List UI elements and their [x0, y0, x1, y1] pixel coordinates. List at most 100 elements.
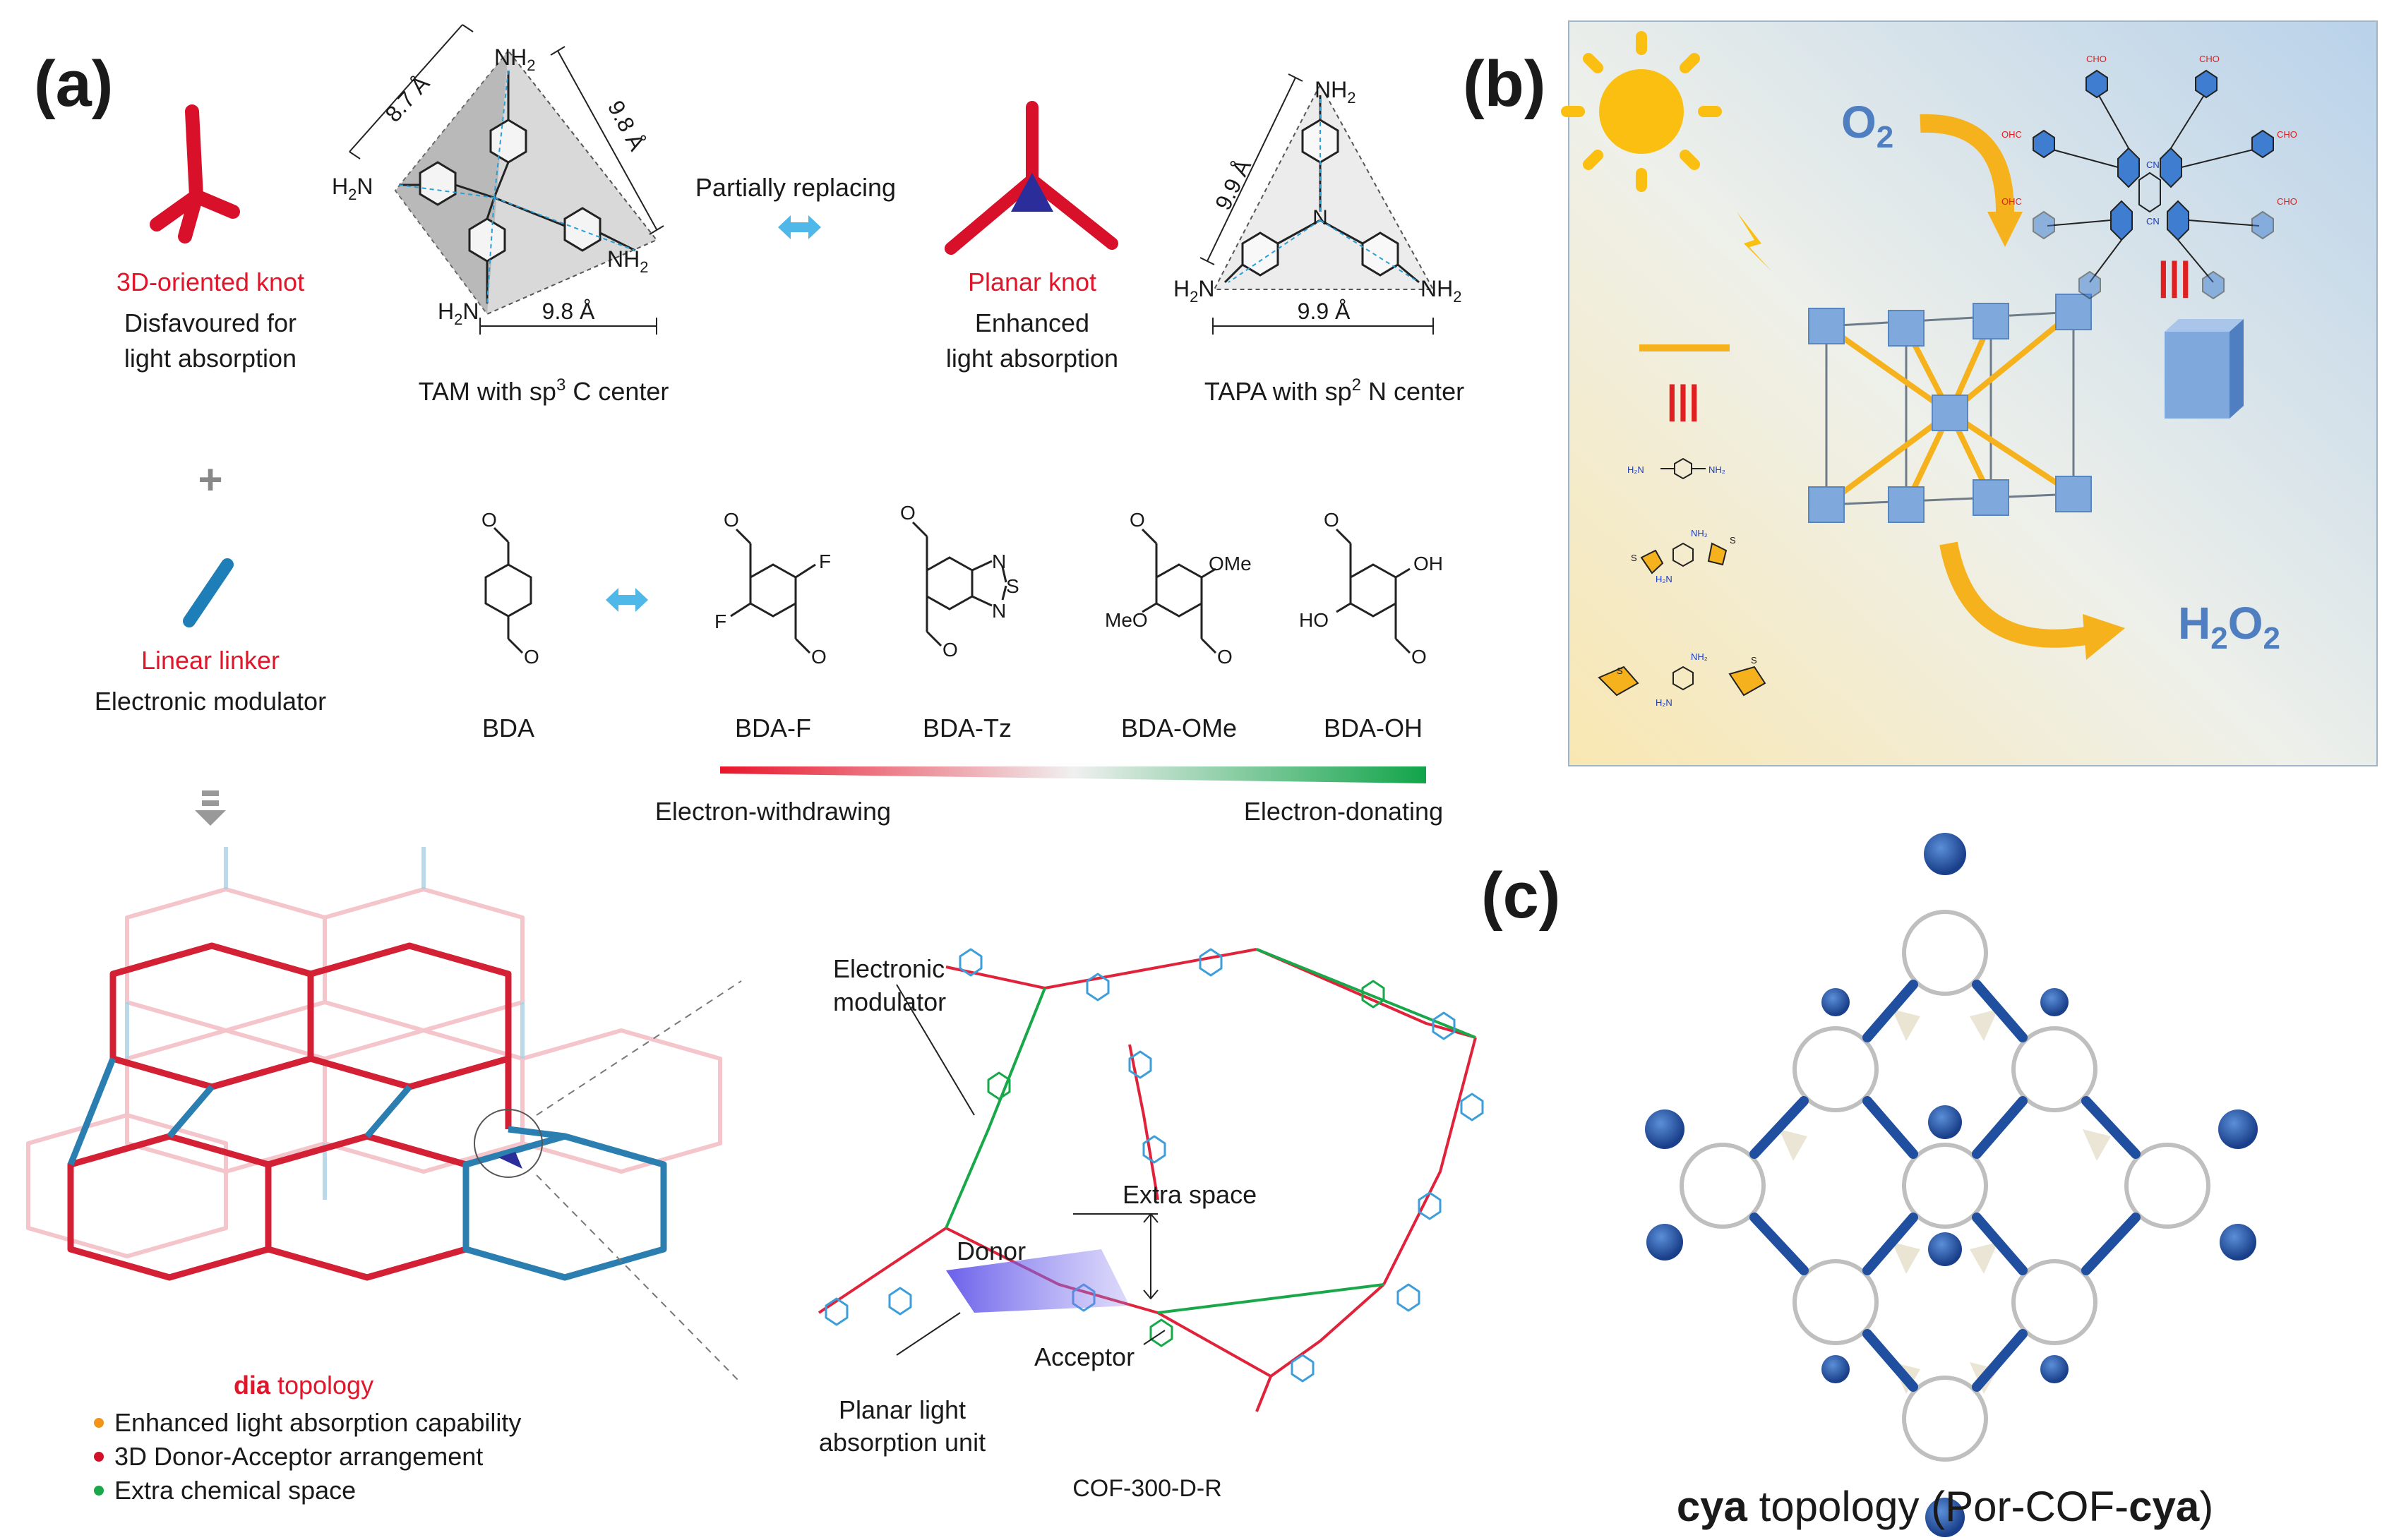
bda-o-bottom: O — [524, 646, 539, 668]
tapa-caption-post: N center — [1361, 377, 1464, 406]
tam-nh2-top: NH — [494, 44, 527, 70]
bda-tz-s: S — [1006, 575, 1019, 597]
tam-n-bottom: N — [462, 299, 479, 324]
small-nh2-1: NH₂ — [1708, 464, 1725, 475]
tam-sub-right: 2 — [640, 258, 648, 276]
tapa-sub-left: 2 — [1190, 288, 1198, 306]
small-linker-1 — [1660, 457, 1706, 480]
tapa-dist-2: 9.9 Å — [1298, 299, 1351, 324]
bda-tz-o-bottom: O — [942, 639, 958, 661]
double-arrow-icon — [778, 215, 821, 239]
bda-ome-o-bottom: O — [1217, 646, 1233, 668]
cof-planar-2: absorption unit — [819, 1428, 986, 1457]
svg-text:H2N: H2N — [1173, 276, 1214, 306]
cof-structure — [818, 948, 1484, 1412]
tam-nh2-right: NH — [607, 246, 640, 272]
planar-desc-1: Enhanced — [975, 308, 1089, 337]
tam-caption: TAM with sp — [419, 377, 556, 406]
tapa-sub-top: 2 — [1347, 89, 1355, 107]
bullet-1-dot — [94, 1452, 104, 1462]
svg-text:cya topology (Por-COF-cya): cya topology (Por-COF-cya) — [1677, 1483, 2213, 1530]
porphyrin-node: CHO CHO OHC CHO OHC CHO CN CN — [2001, 54, 2297, 300]
knot3d-name: 3D-oriented knot — [116, 267, 304, 296]
tapa-structure: N 9.9 Å 9.9 Å NH2 H2N NH2 — [1173, 73, 1461, 335]
cof-planar-1: Planar light — [839, 1395, 966, 1424]
linker-desc: Electronic modulator — [95, 687, 326, 716]
tam-dist-3: 9.8 Å — [542, 299, 595, 324]
bda-o-top: O — [481, 509, 497, 531]
tapa-n-center: N — [1312, 206, 1328, 229]
bullet-2-dot — [94, 1486, 104, 1496]
tapa-h2n: H — [1173, 276, 1190, 301]
bullet-2-text: Extra chemical space — [114, 1476, 356, 1505]
cya-network-image — [1645, 833, 2258, 1537]
o2-sub: 2 — [1877, 120, 1893, 155]
cof-donor: Donor — [957, 1237, 1026, 1265]
dia-bullets: Enhanced light absorption capability 3D … — [94, 1408, 521, 1505]
cube-node-icon — [2165, 319, 2244, 419]
gradient-right-label: Electron-donating — [1244, 797, 1443, 826]
cho-4: CHO — [2277, 196, 2297, 207]
cya-caption-mid: topology (Por-COF- — [1747, 1483, 2129, 1530]
aldehyde-structures — [484, 521, 1411, 654]
dia-title-rest: topology — [270, 1371, 373, 1400]
bullet-1-text: 3D Donor-Acceptor arrangement — [114, 1442, 483, 1471]
linker-bar-icon — [1639, 344, 1730, 351]
svg-text:O2: O2 — [1841, 97, 1893, 155]
small-s-1: S — [1631, 553, 1637, 563]
svg-text:NH2: NH2 — [1420, 276, 1461, 306]
tam-h2n-left: H — [332, 174, 348, 199]
lightning-icon — [1737, 212, 1772, 272]
tam-sub-top: 2 — [527, 56, 535, 74]
tam-n-left: N — [357, 174, 373, 199]
o2-o: O — [1841, 97, 1877, 148]
bda-f-f1: F — [819, 551, 831, 572]
electron-gradient-bar — [720, 766, 1426, 783]
small-s-4: S — [1751, 655, 1757, 666]
bda-oh-ho: HO — [1299, 609, 1329, 631]
aldehyde-label-0: BDA — [482, 714, 534, 742]
planar-knot-icon — [945, 101, 1118, 255]
bda-f-o-bottom: O — [811, 646, 827, 668]
cof-name: COF-300-D-R — [1072, 1475, 1222, 1502]
small-s-2: S — [1730, 535, 1736, 546]
cya-caption-b1: cya — [1677, 1483, 1748, 1530]
svg-text:dia topology: dia topology — [234, 1371, 373, 1400]
cya-caption-end: ) — [2199, 1483, 2213, 1530]
tapa-caption: TAPA with sp — [1204, 377, 1352, 406]
dia-title-bold: dia — [234, 1371, 271, 1400]
panel-b-label: (b) — [1463, 48, 1545, 120]
sun-icon — [1561, 31, 1722, 192]
svg-text:H2O2: H2O2 — [2178, 598, 2280, 656]
bda-oh-structure — [1335, 528, 1411, 654]
bda-tz-structure — [911, 521, 1007, 647]
svg-text:TAPA with sp2 N center: TAPA with sp2 N center — [1204, 375, 1464, 406]
down-arrow-icon — [195, 790, 226, 826]
bda-f-structure — [730, 528, 816, 654]
svg-text:TAM with sp3 C center: TAM with sp3 C center — [419, 375, 669, 406]
small-h2n-3: H₂N — [1656, 697, 1672, 708]
tam-structure: 8.7 Å 9.8 Å 9.8 Å NH2 H2N NH2 H2N — [332, 24, 664, 335]
small-linker-2 — [1640, 542, 1728, 575]
bda-tz-n2: N — [992, 600, 1006, 622]
small-h2n-2: H₂N — [1656, 574, 1672, 584]
svg-text:H2N: H2N — [332, 174, 373, 203]
cn-1: CN — [2146, 160, 2160, 170]
bda-f-f2: F — [714, 610, 726, 632]
cho-1: CHO — [2086, 54, 2107, 64]
cho-2: CHO — [2199, 54, 2220, 64]
tapa-dist-1: 9.9 Å — [1210, 155, 1256, 215]
panel-a-label: (a) — [34, 48, 113, 120]
tam-caption-sup: 3 — [556, 375, 565, 395]
tam-dist-1: 8.7 Å — [380, 71, 434, 127]
bda-oh-oh: OH — [1413, 553, 1443, 575]
bda-ome-ome: OMe — [1209, 553, 1252, 575]
bda-oh-o-bottom: O — [1411, 646, 1427, 668]
aldehyde-label-2: BDA-Tz — [923, 714, 1012, 742]
cya-framework — [1808, 294, 2092, 523]
equals-left: ||| — [1666, 377, 1699, 422]
bda-oh-o-top: O — [1324, 509, 1339, 531]
equals-right: ||| — [2157, 253, 2191, 299]
plus-sign: + — [198, 456, 222, 503]
